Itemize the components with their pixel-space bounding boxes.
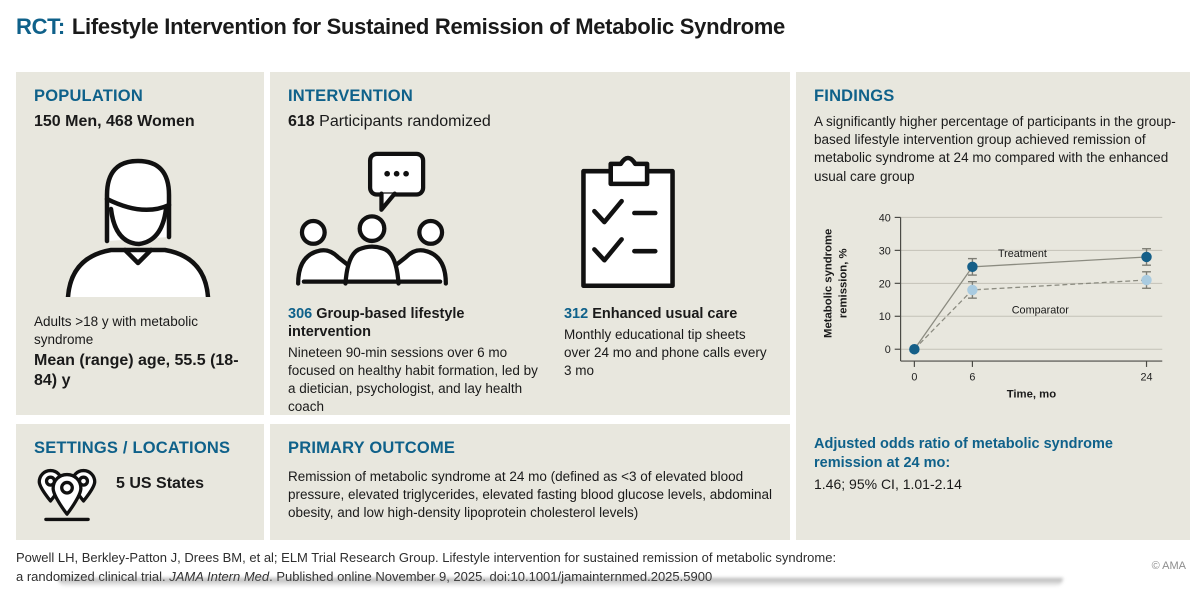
settings-panel: SETTINGS / LOCATIONS 5 US States	[16, 424, 264, 540]
intervention-panel: INTERVENTION 618 Participants randomized	[270, 72, 790, 415]
population-stat: 150 Men, 468 Women	[34, 113, 195, 130]
population-desc: Adults >18 y with metabolic syndrome	[34, 314, 198, 347]
arm2-title: 312 Enhanced usual care	[563, 306, 738, 322]
arm2-desc: Monthly educational tip sheets over 24 m…	[563, 327, 767, 378]
map-pins-icon	[37, 468, 97, 522]
odds-ratio-label: Adjusted odds ratio of metabolic syndrom…	[814, 435, 1113, 471]
intervention-arm-usual-care: 312 Enhanced usual care Monthly educatio…	[564, 141, 772, 416]
page-title: RCT:Lifestyle Intervention for Sustained…	[16, 14, 785, 40]
svg-text:remission, %: remission, %	[837, 248, 849, 318]
population-panel: POPULATION 150 Men, 468 Women Adults >18…	[16, 72, 264, 415]
randomized-count: 618	[288, 113, 315, 130]
copyright-ama: © AMA	[1151, 560, 1186, 572]
intervention-header: INTERVENTION	[288, 87, 413, 105]
odds-ratio-value: 1.46; 95% CI, 1.01-2.14	[814, 475, 962, 492]
svg-text:6: 6	[969, 372, 975, 384]
population-header: POPULATION	[34, 87, 143, 105]
svg-text:Metabolic syndrome: Metabolic syndrome	[823, 229, 835, 338]
person-icon	[65, 158, 211, 297]
page-title-text: Lifestyle Intervention for Sustained Rem…	[71, 14, 785, 39]
svg-text:Treatment: Treatment	[998, 248, 1047, 260]
svg-text:40: 40	[879, 212, 891, 224]
primary-outcome-header: PRIMARY OUTCOME	[288, 439, 456, 457]
settings-header: SETTINGS / LOCATIONS	[34, 439, 231, 457]
study-type-tag: RCT:	[16, 14, 65, 39]
population-age: Mean (range) age, 55.5 (18-84) y	[34, 351, 239, 390]
arm1-count: 306	[288, 306, 313, 322]
primary-outcome-panel: PRIMARY OUTCOME Remission of metabolic s…	[270, 424, 790, 540]
arm1-title: 306 Group-based lifestyle intervention	[288, 306, 465, 341]
panel-grid: POPULATION 150 Men, 468 Women Adults >18…	[16, 72, 1190, 540]
svg-text:Time, mo: Time, mo	[1007, 388, 1056, 400]
randomized-label: Participants randomized	[314, 113, 491, 130]
svg-text:10: 10	[879, 311, 891, 323]
findings-header: FINDINGS	[814, 87, 895, 105]
arm2-count: 312	[563, 306, 589, 322]
checklist-clipboard-icon	[581, 155, 675, 288]
group-discussion-icon	[296, 151, 448, 286]
page-bottom-shadow	[58, 578, 1063, 587]
citation-line1: Powell LH, Berkley-Patton J, Drees BM, e…	[16, 550, 837, 565]
svg-text:0: 0	[885, 344, 891, 356]
svg-text:24: 24	[1141, 372, 1153, 384]
findings-panel: FINDINGS A significantly higher percenta…	[796, 72, 1190, 540]
svg-text:0: 0	[911, 372, 917, 384]
settings-stat: 5 US States	[116, 475, 205, 492]
primary-outcome-desc: Remission of metabolic syndrome at 24 mo…	[288, 469, 773, 520]
findings-desc: A significantly higher percentage of par…	[814, 114, 1176, 184]
arm1-desc: Nineteen 90-min sessions over 6 mo focus…	[288, 345, 538, 414]
intervention-arm-group: 306 Group-based lifestyle intervention N…	[288, 141, 538, 416]
svg-text:30: 30	[879, 245, 891, 257]
svg-text:Comparator: Comparator	[1012, 304, 1069, 316]
svg-text:20: 20	[879, 278, 891, 290]
